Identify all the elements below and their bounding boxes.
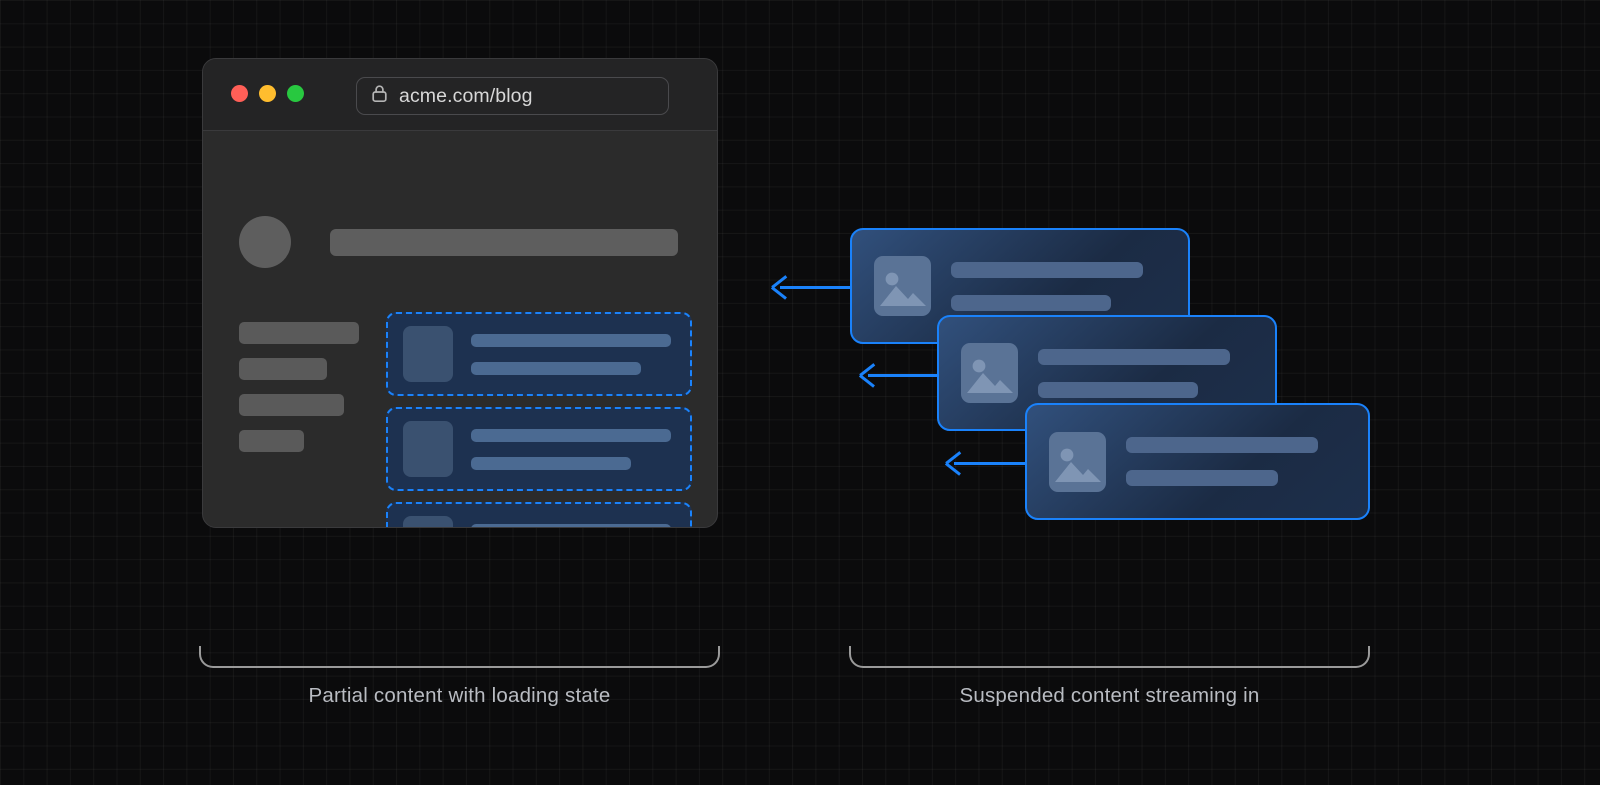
thumbnail-skeleton — [403, 421, 453, 477]
text-skeleton-group — [471, 523, 675, 527]
text-skeleton-line — [471, 361, 641, 375]
maximize-button[interactable] — [287, 85, 304, 102]
browser-chrome: acme.com/blog — [203, 59, 717, 131]
text-skeleton-line — [471, 523, 671, 527]
loading-card — [386, 407, 692, 491]
arrow-head-icon — [860, 365, 880, 385]
image-placeholder-icon — [1049, 431, 1106, 492]
loading-card — [386, 312, 692, 396]
loading-card-list — [386, 312, 692, 527]
lock-icon — [371, 84, 388, 108]
traffic-lights — [231, 85, 304, 102]
text-skeleton-line — [1038, 348, 1230, 365]
suspense-card — [850, 228, 1190, 344]
text-skeleton-line — [471, 333, 671, 347]
loading-card — [386, 502, 692, 527]
thumbnail-skeleton — [403, 516, 453, 527]
address-bar[interactable]: acme.com/blog — [356, 77, 669, 115]
text-skeleton-group — [471, 428, 675, 470]
text-skeleton-line — [951, 294, 1111, 311]
close-button[interactable] — [231, 85, 248, 102]
arrow-line — [868, 374, 939, 377]
sidebar-skeleton-bar — [239, 358, 327, 380]
page-header-row — [239, 216, 678, 268]
right-group-bracket — [849, 646, 1370, 668]
minimize-button[interactable] — [259, 85, 276, 102]
image-placeholder-icon — [961, 343, 1018, 403]
arrow-line — [954, 462, 1027, 465]
sidebar-skeleton — [239, 322, 359, 452]
left-caption: Partial content with loading state — [308, 684, 611, 707]
text-skeleton-line — [1038, 381, 1198, 398]
arrow-head-icon — [946, 453, 966, 473]
text-skeleton-line — [951, 261, 1143, 278]
text-skeleton-group — [951, 261, 1166, 311]
text-skeleton-line — [471, 428, 671, 442]
text-skeleton-line — [1126, 437, 1318, 453]
title-skeleton — [330, 228, 678, 256]
right-caption: Suspended content streaming in — [959, 684, 1260, 707]
arrow-head-icon — [772, 277, 792, 297]
thumbnail-skeleton — [403, 326, 453, 382]
left-group-bracket — [199, 646, 720, 668]
sidebar-skeleton-bar — [239, 322, 359, 344]
text-skeleton-group — [471, 333, 675, 375]
browser-window: acme.com/blog — [202, 58, 718, 528]
text-skeleton-line — [1126, 470, 1278, 486]
url-text: acme.com/blog — [399, 84, 533, 107]
sidebar-skeleton-bar — [239, 394, 344, 416]
sidebar-skeleton-bar — [239, 430, 304, 452]
image-placeholder-icon — [874, 256, 931, 316]
avatar-skeleton — [239, 216, 291, 268]
text-skeleton-line — [471, 456, 631, 470]
text-skeleton-group — [1126, 437, 1346, 486]
arrow-line — [780, 286, 852, 289]
text-skeleton-group — [1038, 348, 1253, 398]
suspense-card — [1025, 403, 1370, 520]
